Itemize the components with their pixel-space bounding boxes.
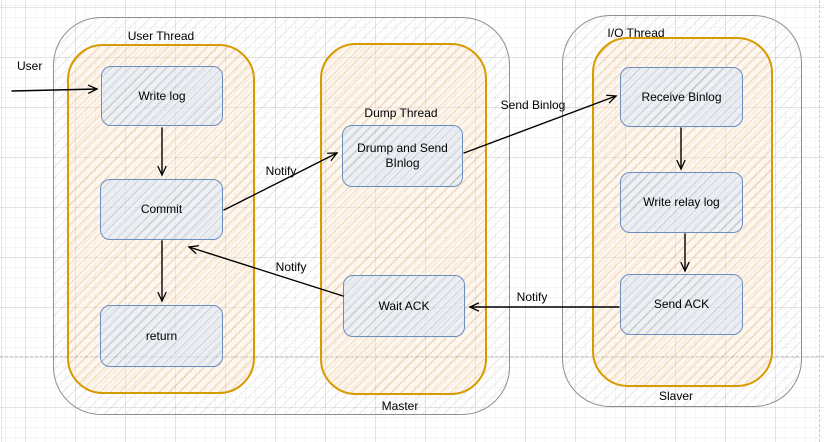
page-break-vertical	[819, 0, 820, 442]
notify-label-sendack-to-waitack: Notify	[516, 290, 548, 304]
master-label: Master	[381, 399, 419, 413]
node-return[interactable]: return	[100, 305, 223, 367]
notify-label-waitack-to-commit: Notify	[275, 260, 307, 274]
node-dump-and-send-binlog[interactable]: Drump and Send BInlog	[342, 125, 463, 187]
send-binlog-label: Send Binlog	[500, 98, 566, 112]
node-write-log[interactable]: Write log	[101, 66, 223, 126]
io-thread-label: I/O Thread	[607, 26, 665, 40]
dump-thread-label: Dump Thread	[364, 106, 438, 120]
node-receive-binlog[interactable]: Receive Binlog	[620, 67, 743, 127]
user-thread-label: User Thread	[127, 29, 195, 43]
node-wait-ack[interactable]: Wait ACK	[343, 275, 465, 337]
node-send-ack[interactable]: Send ACK	[620, 274, 743, 335]
notify-label-commit-to-dump: Notify	[265, 164, 297, 178]
user-edge-label: User	[17, 59, 43, 73]
node-write-relay-log[interactable]: Write relay log	[620, 172, 743, 233]
container-dump-thread[interactable]	[320, 43, 487, 395]
node-commit[interactable]: Commit	[100, 179, 223, 240]
page-break-horizontal	[0, 356, 824, 357]
slaver-label: Slaver	[658, 389, 694, 403]
